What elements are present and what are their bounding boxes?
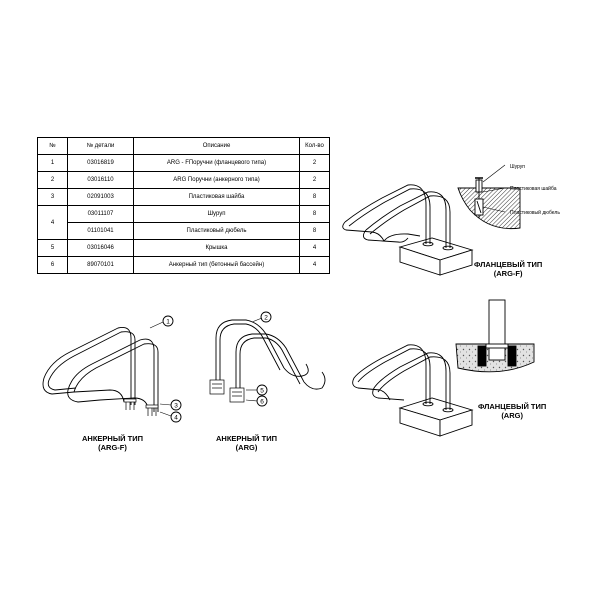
- marker-2: 2: [264, 315, 268, 322]
- caption-line: ФЛАНЦЕВЫЙ ТИП: [478, 402, 547, 411]
- caption-line: АНКЕРНЫЙ ТИП: [216, 434, 278, 443]
- caption-line: (ARG-F): [493, 269, 523, 278]
- caption-line: (ARG): [235, 443, 258, 452]
- caption-flange-argf: ФЛАНЦЕВЫЙ ТИП (ARG-F): [474, 260, 542, 278]
- table-row: 2 03016110 ARG Поручни (анкерного типа) …: [37, 171, 330, 189]
- parts-table: № № детали Описание Кол-во 1 03016819 AR…: [37, 137, 330, 274]
- marker-6: 6: [260, 399, 264, 406]
- caption-anchor-argf: АНКЕРНЫЙ ТИП (ARG-F): [82, 434, 143, 452]
- caption-line: (ARG): [501, 411, 523, 420]
- table-header-row: № № детали Описание Кол-во: [37, 137, 330, 155]
- cell-desc: Анкерный тип (бетонный бассейн): [133, 256, 300, 274]
- callout-dowel: Пластиковый дюбель: [510, 209, 560, 216]
- table-row: 5 03016046 Крышка 4: [37, 239, 330, 257]
- anchor-type-argf-drawing: [42, 315, 182, 423]
- marker-3: 3: [174, 403, 178, 410]
- caption-flange-arg: ФЛАНЦЕВЫЙ ТИП (ARG): [478, 402, 546, 420]
- anchor-type-arg-drawing: [209, 311, 326, 407]
- cell-qty: 4: [299, 256, 330, 274]
- caption-anchor-arg: АНКЕРНЫЙ ТИП (ARG): [216, 434, 277, 452]
- caption-line: ФЛАНЦЕВЫЙ ТИП: [474, 260, 543, 269]
- flange-type-arg-drawing: [352, 299, 535, 437]
- flange-type-argf-drawing: [342, 164, 521, 276]
- callout-washer: Пластиковая шайба: [510, 185, 557, 192]
- callout-screw: Шуруп: [510, 164, 525, 170]
- caption-line: (ARG-F): [98, 443, 127, 452]
- table-row: 4 03011107 Шуруп 8: [37, 205, 330, 240]
- marker-1: 1: [166, 319, 170, 326]
- table-row: 6 89070101 Анкерный тип (бетонный бассей…: [37, 256, 330, 274]
- marker-4: 4: [174, 415, 178, 422]
- marker-5: 5: [260, 388, 264, 395]
- caption-line: АНКЕРНЫЙ ТИП: [82, 434, 144, 443]
